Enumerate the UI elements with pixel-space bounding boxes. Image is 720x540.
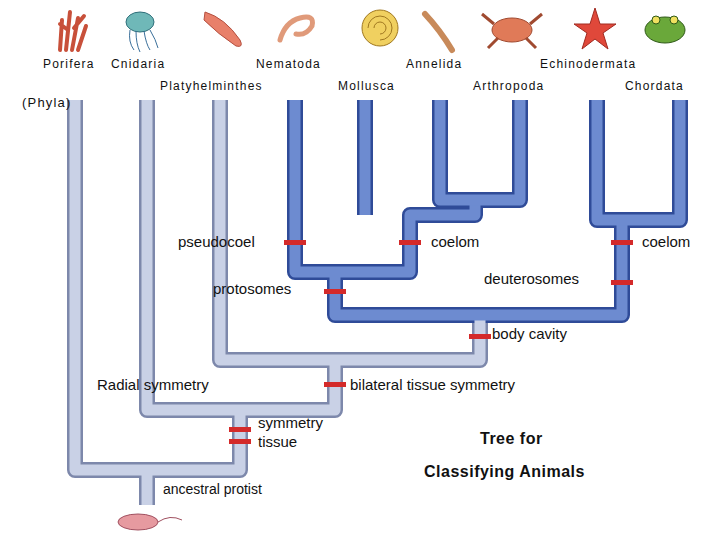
trait-label: pseudocoel <box>178 234 255 251</box>
trait-label: symmetry <box>258 415 323 432</box>
phylum-name: Nematoda <box>256 58 321 71</box>
trait-label: coelom <box>431 234 479 251</box>
trait-label: coelom <box>642 234 690 251</box>
root-label: ancestral protist <box>163 482 262 497</box>
phylum-name: Echinodermata <box>540 58 636 71</box>
tree-title: Tree for <box>480 430 543 448</box>
branch-fill <box>75 100 480 505</box>
phylum-name: Annelida <box>406 58 462 71</box>
rank-note: (Phyla) <box>22 96 72 110</box>
trait-label: tissue <box>258 434 297 451</box>
trait-label: bilateral tissue symmetry <box>350 377 515 394</box>
phylum-name: Chordata <box>625 80 684 93</box>
branch-outline <box>75 100 480 505</box>
branch-outline <box>295 100 680 315</box>
branch-fill <box>295 100 680 315</box>
phylum-name: Mollusca <box>338 80 395 93</box>
phylum-name: Cnidaria <box>111 58 165 71</box>
trait-label: body cavity <box>492 326 567 343</box>
phylum-name: Porifera <box>43 58 95 71</box>
animal-icons <box>60 8 685 530</box>
trait-label: deuterosomes <box>484 271 579 288</box>
phylum-name: Platyhelminthes <box>160 80 263 93</box>
phylum-name: Arthropoda <box>473 80 544 93</box>
tree-title: Classifying Animals <box>424 463 585 481</box>
trait-label: Radial symmetry <box>97 377 209 394</box>
trait-marks <box>229 240 633 444</box>
trait-label: protosomes <box>213 281 291 298</box>
